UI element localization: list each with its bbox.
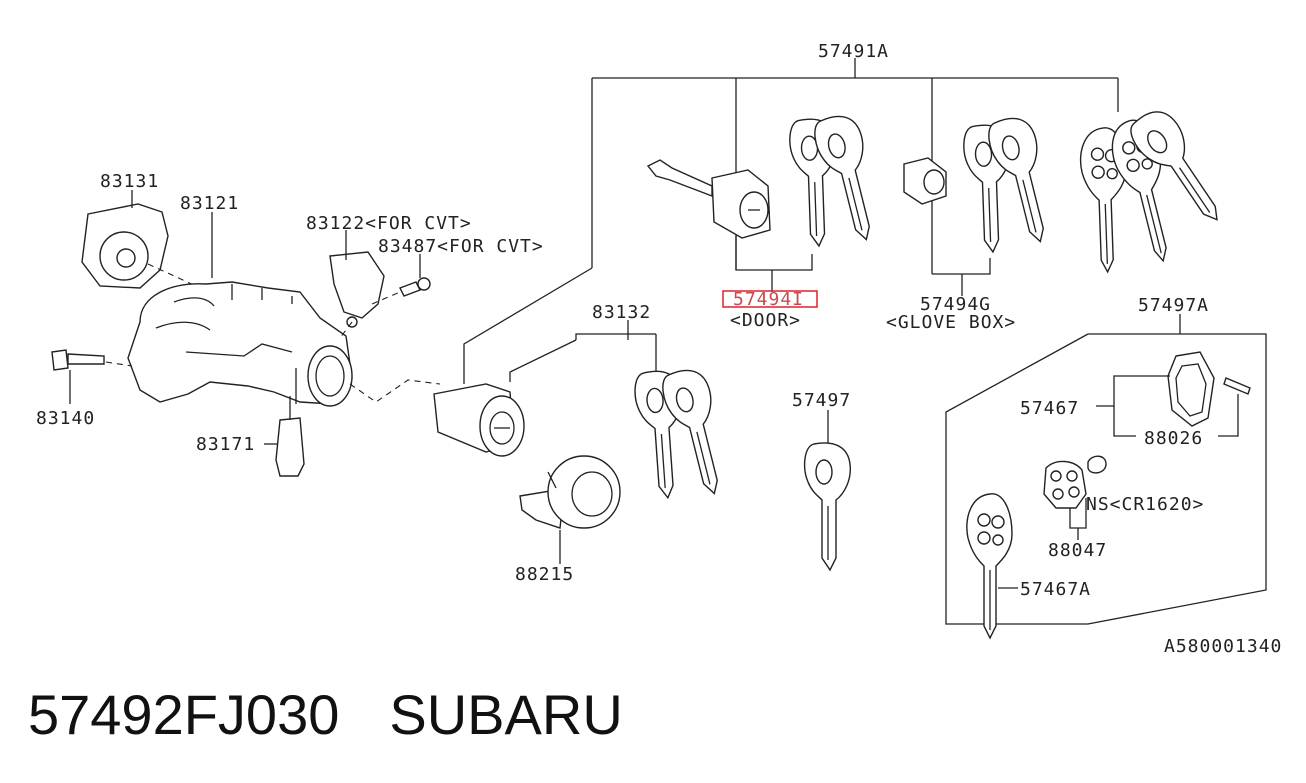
label-57491A: 57491A bbox=[818, 41, 889, 62]
label-83487: 83487<FOR CVT> bbox=[378, 236, 544, 257]
label-83140: 83140 bbox=[36, 408, 95, 429]
fobs-57491A bbox=[1078, 102, 1235, 274]
diagram-reference-code: A580001340 bbox=[1164, 636, 1282, 657]
bezel-88215 bbox=[519, 455, 621, 564]
ignition-switch-assembly bbox=[51, 203, 441, 477]
keys-glove-box bbox=[962, 112, 1061, 254]
part-footer: 57492FJ030 SUBARU bbox=[28, 682, 673, 747]
label-57467A: 57467A bbox=[1020, 579, 1091, 600]
key-57497 bbox=[803, 410, 852, 571]
label-ns-cr1620: NS<CR1620> bbox=[1086, 494, 1204, 515]
label-88026: 88026 bbox=[1144, 428, 1203, 449]
label-57494I: 57494I bbox=[733, 289, 804, 310]
label-glove-box: <GLOVE BOX> bbox=[886, 312, 1016, 333]
label-57497: 57497 bbox=[792, 390, 851, 411]
door-lock-cylinder bbox=[646, 159, 813, 292]
keys-door bbox=[788, 110, 887, 248]
parts-diagram: 57491A 83131 83121 83122<FOR CVT> 83487<… bbox=[36, 41, 1282, 657]
part-number: 57492FJ030 bbox=[28, 683, 340, 746]
group-57497A bbox=[945, 314, 1267, 639]
glove-box-lock bbox=[903, 157, 991, 296]
lock-cylinder-83132 bbox=[433, 320, 657, 457]
group-57491A bbox=[463, 58, 1119, 384]
label-57467: 57467 bbox=[1020, 398, 1079, 419]
label-83171: 83171 bbox=[196, 434, 255, 455]
label-83121: 83121 bbox=[180, 193, 239, 214]
label-83122: 83122<FOR CVT> bbox=[306, 213, 472, 234]
brand-name: SUBARU bbox=[389, 683, 623, 746]
highlight-box bbox=[722, 290, 818, 308]
label-57494G: 57494G bbox=[920, 294, 991, 315]
label-88215: 88215 bbox=[515, 564, 574, 585]
keys-83132 bbox=[632, 364, 735, 501]
label-57497A: 57497A bbox=[1138, 295, 1209, 316]
label-door: <DOOR> bbox=[730, 310, 801, 331]
label-83132: 83132 bbox=[592, 302, 651, 323]
label-83131: 83131 bbox=[100, 171, 159, 192]
label-88047: 88047 bbox=[1048, 540, 1107, 561]
